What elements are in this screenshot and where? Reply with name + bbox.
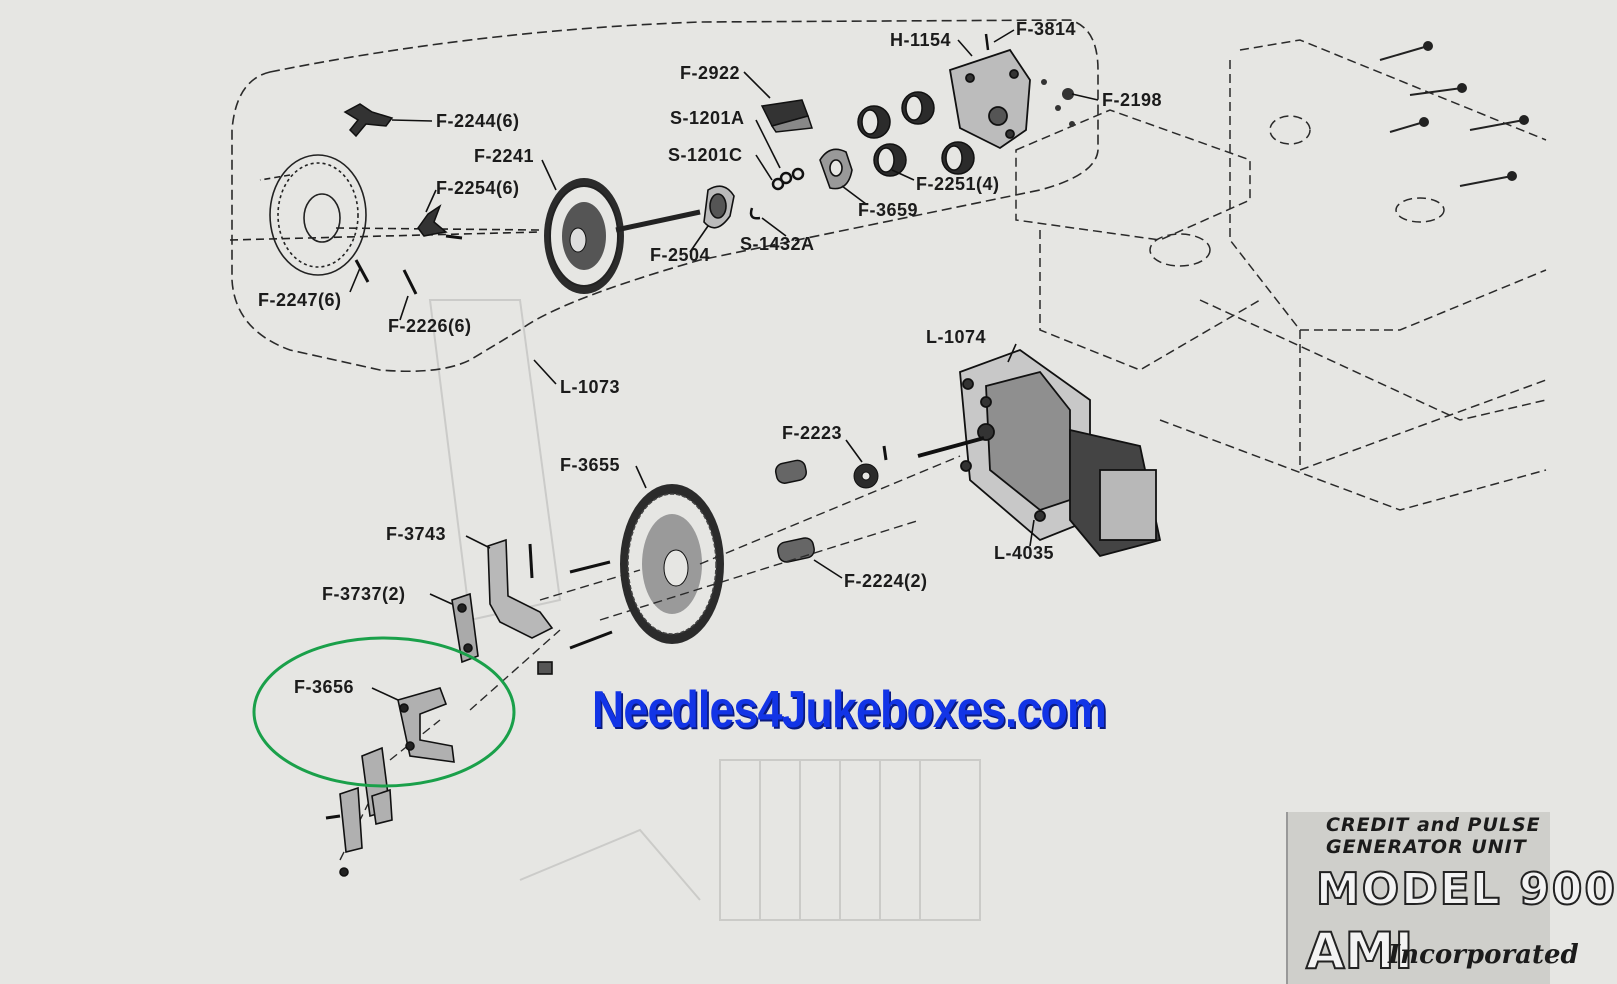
leader-arrows bbox=[349, 29, 1099, 701]
f2223-pinion bbox=[853, 445, 888, 489]
label-f2223: F-2223 bbox=[782, 423, 843, 443]
f2198-nut bbox=[1041, 79, 1075, 127]
label-f3656: F-3656 bbox=[294, 677, 355, 697]
label-f3737: F-3737(2) bbox=[322, 584, 406, 604]
label-f2247: F-2247(6) bbox=[258, 290, 342, 310]
f3814-screw bbox=[984, 33, 990, 51]
f3743-bracket bbox=[487, 538, 554, 675]
cabinet-frame bbox=[1015, 39, 1547, 511]
highlight-circle bbox=[252, 636, 516, 788]
title-line-1: CREDIT and PULSE bbox=[1326, 814, 1541, 836]
label-f2244: F-2244(6) bbox=[436, 111, 520, 131]
model-label: MODEL 900 bbox=[1315, 863, 1617, 916]
label-f3659: F-3659 bbox=[858, 200, 919, 220]
label-f2241: F-2241 bbox=[474, 146, 535, 166]
f3659-bracket bbox=[819, 148, 853, 190]
label-f3814: F-3814 bbox=[1016, 19, 1077, 39]
maker-logo: AMI bbox=[1305, 921, 1414, 981]
mounting-screws bbox=[1379, 41, 1529, 187]
l1074-motor bbox=[917, 348, 1162, 558]
label-f2254: F-2254(6) bbox=[436, 178, 520, 198]
f2241-gear bbox=[544, 178, 701, 294]
l1073-dashed-outline bbox=[231, 19, 1099, 373]
label-f2251: F-2251(4) bbox=[916, 174, 1000, 194]
f3655-ring-disc bbox=[620, 484, 724, 644]
f2254-lever bbox=[417, 204, 463, 240]
background-bleed bbox=[428, 299, 981, 921]
lower-plates bbox=[325, 746, 393, 877]
label-f3655: F-3655 bbox=[560, 455, 621, 475]
label-s1201a: S-1201A bbox=[670, 108, 745, 128]
label-s1201c: S-1201C bbox=[668, 145, 743, 165]
label-l1073: L-1073 bbox=[560, 377, 621, 397]
label-h1154: H-1154 bbox=[890, 30, 952, 50]
exploded-parts-diagram bbox=[229, 19, 1547, 921]
label-f2224: F-2224(2) bbox=[844, 571, 928, 591]
watermark-text: Needles4Jukeboxes.com bbox=[592, 681, 1107, 739]
label-s1432a: S-1432A bbox=[740, 234, 815, 254]
f3656-bracket bbox=[397, 687, 455, 763]
label-f2922: F-2922 bbox=[680, 63, 741, 83]
label-l1074: L-1074 bbox=[926, 327, 987, 347]
f2251-cups bbox=[857, 91, 975, 177]
pins bbox=[354, 259, 418, 295]
label-f2226: F-2226(6) bbox=[388, 316, 472, 336]
label-f2198: F-2198 bbox=[1102, 90, 1163, 110]
s1432a-clip bbox=[749, 207, 761, 220]
label-f3743: F-3743 bbox=[386, 524, 447, 544]
maker-suffix: Incorporated bbox=[1388, 940, 1579, 970]
pulse-disc bbox=[229, 154, 541, 276]
spacers bbox=[774, 459, 815, 563]
f2922-switch bbox=[760, 99, 814, 133]
disc-screws bbox=[569, 560, 613, 650]
f2504-cam bbox=[703, 185, 735, 229]
title-block: CREDIT and PULSE GENERATOR UNIT MODEL 90… bbox=[1286, 812, 1616, 984]
f2244-pawl bbox=[343, 103, 394, 138]
h1154-plate bbox=[948, 48, 1031, 150]
label-l4035: L-4035 bbox=[994, 543, 1055, 563]
label-f2504: F-2504 bbox=[650, 245, 711, 265]
washers bbox=[771, 167, 805, 191]
title-line-2: GENERATOR UNIT bbox=[1326, 836, 1527, 858]
f3737-plate bbox=[451, 592, 479, 664]
